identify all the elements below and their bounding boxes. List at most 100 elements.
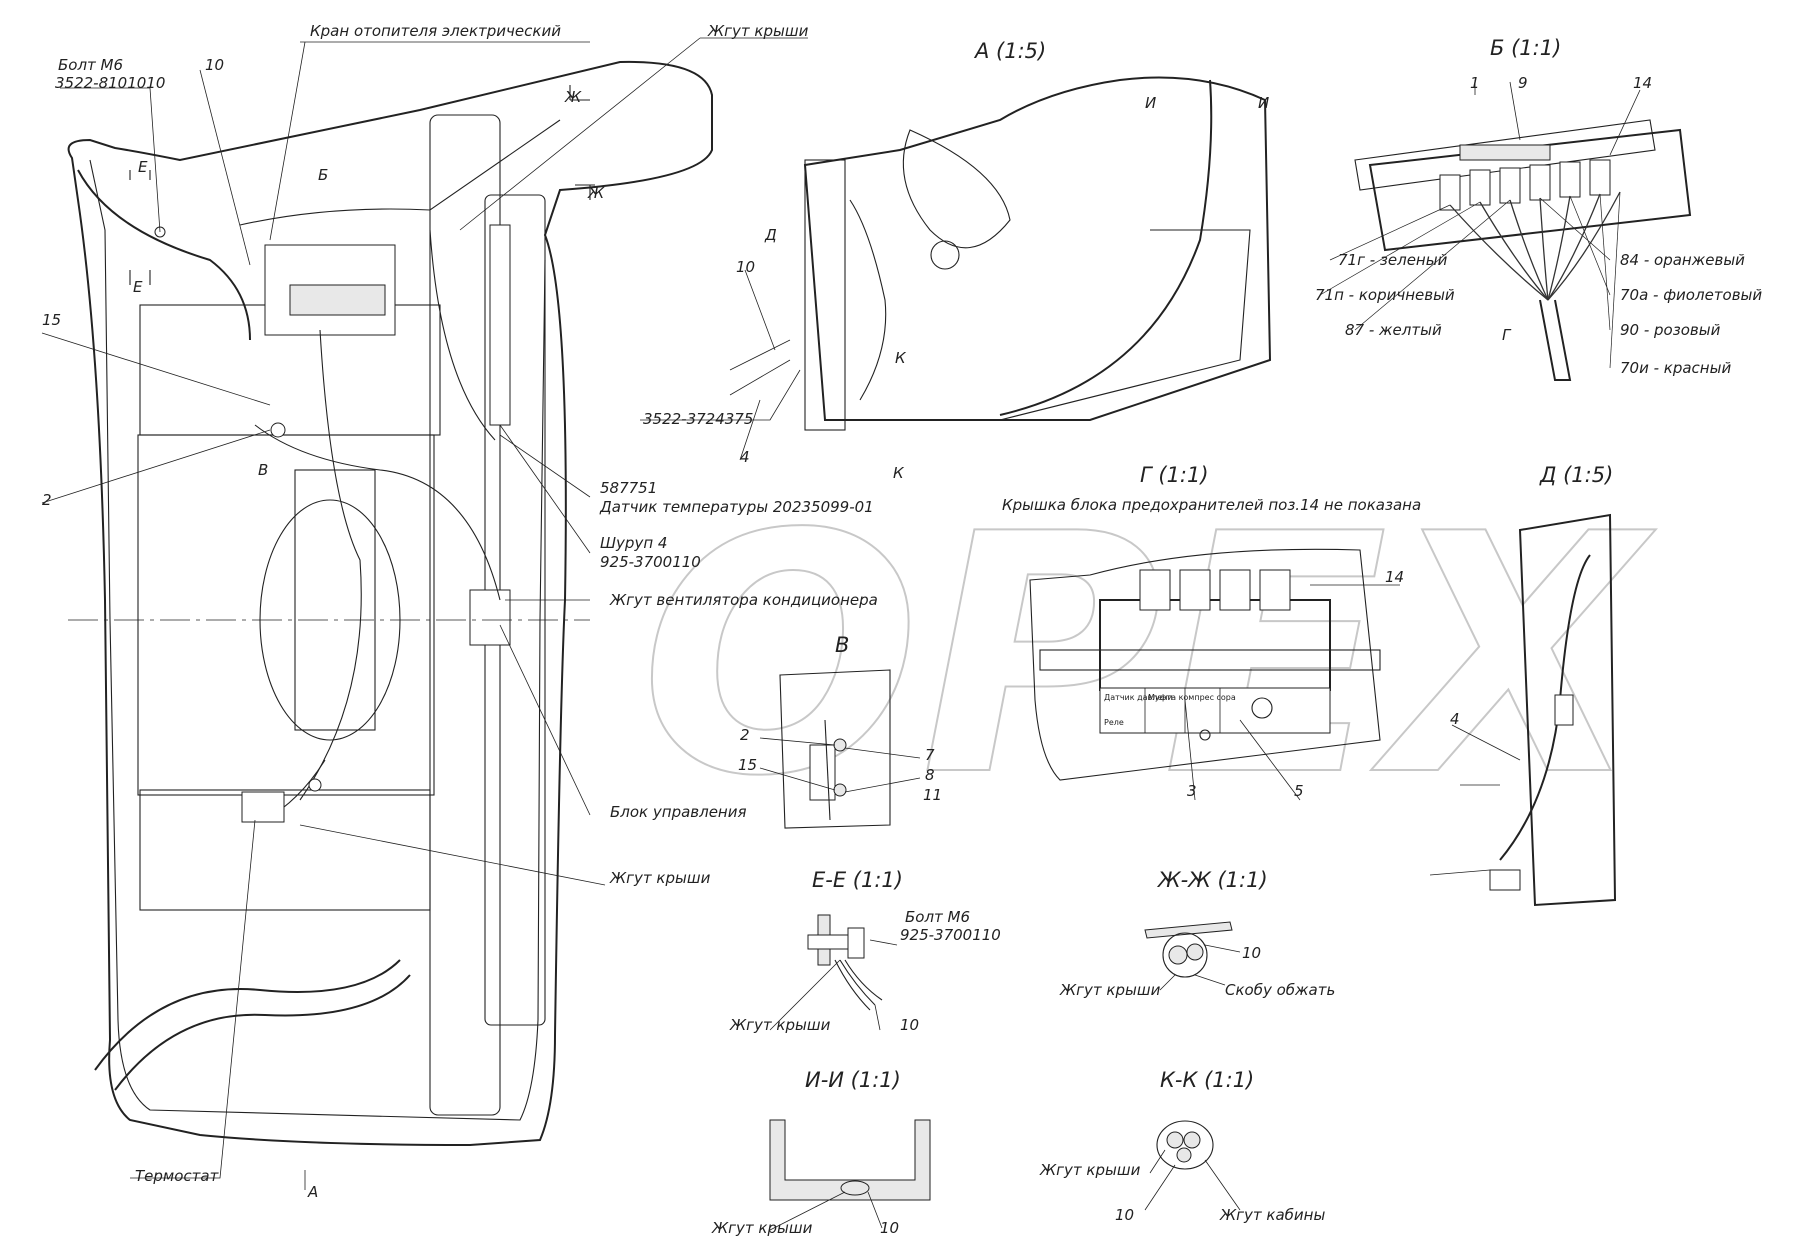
section-zhzh-harness: Жгут крыши	[1059, 981, 1161, 999]
view-b: Б (1:1) 1 9 14 Г 71г - зеленый 71п - кор…	[1315, 36, 1762, 381]
wire-leader-6	[1599, 193, 1611, 331]
watermark: OPEX	[639, 463, 1657, 849]
view-g-body	[1029, 548, 1381, 781]
section-ee-pos-10: 10	[900, 1016, 919, 1034]
view-a-hole	[930, 240, 960, 270]
terminal	[1439, 174, 1461, 211]
section-kk-roof-harness: Жгут крыши	[1039, 1161, 1141, 1179]
thermostat-label: Термостат	[135, 1167, 220, 1185]
wire-4	[1539, 197, 1549, 301]
section-ii-pos-10: 10	[880, 1219, 899, 1237]
section-zh-label-bottom: Ж	[587, 184, 605, 202]
wire-label-5: 70а - фиолетовый	[1620, 286, 1762, 304]
view-a-pos-10: 10	[736, 258, 755, 276]
screw-label: Шуруп 4	[600, 534, 667, 552]
section-zhzh-clamp-note: Скобу обжать	[1225, 981, 1335, 999]
section-zhzh-wire	[1186, 943, 1204, 961]
leader-10	[199, 69, 251, 266]
view-g-leaders	[1184, 584, 1400, 801]
pos-15-label: 15	[42, 311, 61, 329]
control-unit-panel	[289, 284, 386, 316]
wire-3	[1509, 199, 1549, 301]
view-g-relay-panel	[1099, 687, 1331, 734]
part-587751-label: 587751	[600, 479, 657, 497]
view-v-body	[779, 669, 891, 829]
leader-control-unit	[499, 624, 591, 816]
section-ee-leaders	[769, 939, 898, 1031]
view-a-leaders	[640, 269, 801, 461]
section-ee-wires	[834, 959, 883, 1011]
thermostat-body	[241, 791, 285, 823]
view-d-plug	[1489, 869, 1521, 891]
section-kk-wire	[1166, 1131, 1184, 1149]
view-v-clamp-top	[833, 738, 847, 752]
evaporator-housing	[137, 434, 435, 796]
view-a-title: А (1:5)	[973, 39, 1046, 63]
view-d-title: Д (1:5)	[1539, 463, 1613, 487]
hose-bottom	[94, 959, 401, 1071]
connector-strip	[489, 224, 511, 426]
section-kk: К-К (1:1) Жгут крыши 10 Жгут кабины	[1039, 1068, 1325, 1224]
view-v-pos-2: 2	[740, 726, 750, 744]
terminal	[1589, 159, 1611, 196]
hose-top-left	[77, 169, 251, 341]
leader-screw	[499, 424, 591, 554]
roof-harness-route	[239, 119, 561, 226]
view-d-connector	[1554, 694, 1574, 726]
terminal	[1559, 161, 1581, 198]
view-v-label: В	[258, 461, 268, 479]
view-a-section-i-left: И	[1145, 94, 1156, 112]
section-kk-leaders	[1144, 1149, 1241, 1211]
view-g-pos-14: 14	[1385, 568, 1404, 586]
section-zhzh-wire	[1168, 945, 1188, 965]
panel-text-clutch: Муфта компрес сора	[1148, 693, 1236, 702]
leader-bolt	[60, 87, 161, 233]
section-kk-pos-10: 10	[1115, 1206, 1134, 1224]
view-g-fuses	[1139, 569, 1291, 611]
view-a-section-i-right: И	[1258, 94, 1269, 112]
view-b-wire-fan	[1319, 191, 1621, 369]
wire-5	[1547, 195, 1571, 301]
section-ee-title: Е-Е (1:1)	[812, 868, 903, 892]
wire-label-3: 87 - желтый	[1345, 321, 1442, 339]
wire-6	[1547, 193, 1601, 301]
section-zh-marks	[569, 85, 595, 200]
section-kk-title: К-К (1:1)	[1160, 1068, 1254, 1092]
leader-2	[41, 429, 271, 504]
view-b-fuse-block	[1368, 128, 1692, 252]
hose-bottom-inner	[114, 974, 411, 1091]
view-d-frame	[1518, 513, 1617, 907]
section-zhzh-pos-10: 10	[1242, 944, 1261, 962]
view-v-title: В	[835, 633, 849, 657]
section-ee-nut	[847, 927, 865, 959]
view-b-view-g: Г	[1502, 326, 1512, 344]
section-ii-leaders	[769, 1191, 883, 1231]
harness-route-center	[299, 329, 362, 801]
leader-heater-valve	[269, 41, 590, 241]
section-ii-harness	[840, 1180, 870, 1196]
roof-harness-top-label: Жгут крыши	[707, 22, 809, 40]
section-kk-wire	[1183, 1131, 1201, 1149]
wire-leader-2	[1319, 201, 1481, 296]
view-b-top-plate	[1354, 119, 1656, 191]
panel-text-relay: Реле	[1104, 718, 1124, 727]
panel-outline	[67, 60, 713, 1147]
view-v-pos-8: 8	[925, 766, 935, 784]
view-b-bundle	[1539, 299, 1572, 381]
view-d: Д (1:5) 4	[1429, 463, 1617, 907]
section-zhzh-clamp	[1162, 932, 1208, 978]
view-a-part-code: 3522-3724375	[643, 410, 753, 428]
section-zhzh-plate	[1144, 921, 1233, 939]
section-ee-bolt-code: 925-3700110	[900, 926, 1001, 944]
wire-leader-3	[1354, 199, 1511, 331]
main-view: Болт М6 3522-8101010 10 Кран отопителя э…	[41, 22, 878, 1201]
ac-fan-harness-label: Жгут вентилятора кондиционера	[609, 591, 878, 609]
clamp-point-lower	[308, 778, 322, 792]
section-ii: И-И (1:1) Жгут крыши 10	[711, 1068, 931, 1237]
pos-2-label: 2	[42, 491, 52, 509]
wire-leader-1	[1329, 204, 1451, 261]
heater-valve-label: Кран отопителя электрический	[310, 22, 561, 40]
view-a-hose	[849, 199, 887, 401]
view-a-view-d: Д	[764, 226, 777, 244]
view-b-title: Б (1:1)	[1490, 36, 1561, 60]
